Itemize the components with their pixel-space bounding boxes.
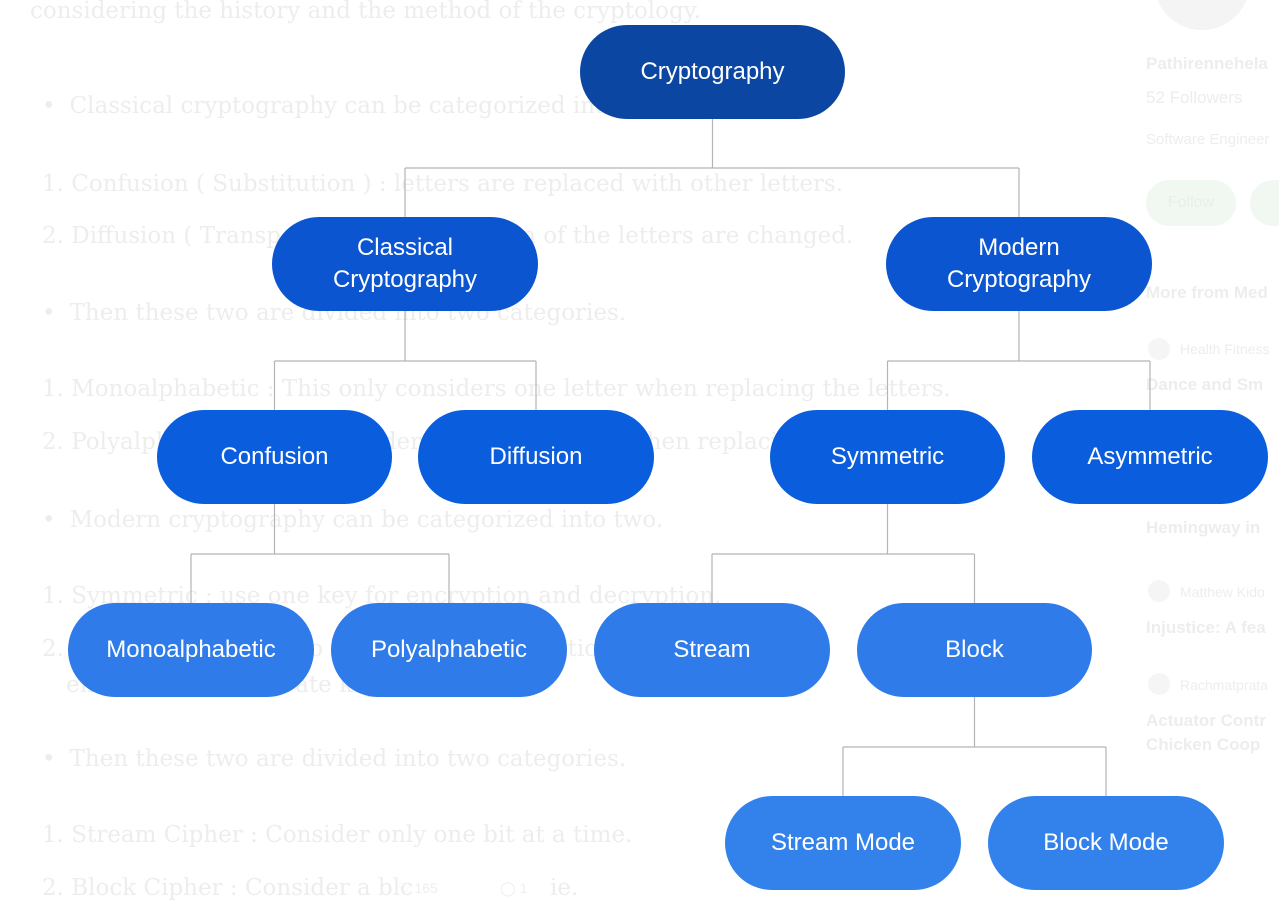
- node-label: Stream Mode: [770, 829, 916, 856]
- article-bullet-line: Classical cryptography can be categorize…: [42, 93, 676, 119]
- node-poly: Polyalphabetic: [331, 603, 567, 697]
- follow-button[interactable]: Follow: [1146, 180, 1236, 226]
- follower-count[interactable]: 52 Followers: [1146, 88, 1243, 107]
- author-bio: Software Engineer: [1146, 131, 1270, 148]
- sidebar-item-title[interactable]: Injustice: A fea: [1146, 618, 1266, 637]
- sidebar-item-author[interactable]: Rachmatprata: [1180, 677, 1268, 693]
- node-asymmetric: Asymmetric: [1032, 410, 1268, 504]
- clap-count[interactable]: ♡ 165: [398, 880, 438, 897]
- sidebar-item-title[interactable]: Hemingway in: [1146, 518, 1261, 537]
- article-bullet-line: Modern cryptography can be categorized i…: [42, 507, 664, 533]
- author-avatar-icon: [1148, 338, 1170, 360]
- author-avatar-icon: [1148, 580, 1170, 602]
- clap-count-text: 165: [414, 880, 438, 896]
- comment-count-text: 1: [519, 880, 528, 896]
- node-label: Cryptography: [640, 58, 785, 85]
- article-line: 1. Stream Cipher : Consider only one bit…: [42, 822, 633, 848]
- article-tail-text: ie.: [550, 875, 579, 901]
- node-block: Block: [857, 603, 1092, 697]
- article-bullet-line: Then these two are divided into two cate…: [42, 746, 627, 772]
- sidebar-item-author[interactable]: Health Fitness: [1180, 341, 1270, 357]
- node-symmetric: Symmetric: [770, 410, 1005, 504]
- node-crypto: Cryptography: [580, 25, 845, 119]
- node-label: Confusion: [220, 443, 329, 470]
- comment-count[interactable]: ◯ 1: [500, 880, 527, 897]
- node-streammode: Stream Mode: [725, 796, 961, 890]
- node-mono: Monoalphabetic: [68, 603, 314, 697]
- node-diffusion: Diffusion: [418, 410, 654, 504]
- node-stream: Stream: [594, 603, 830, 697]
- article-line: considering the history and the method o…: [30, 0, 701, 24]
- node-label: Monoalphabetic: [106, 636, 276, 663]
- more-from-heading: More from Med: [1146, 283, 1268, 302]
- article-line: 1. Confusion ( Substitution ) : letters …: [42, 171, 844, 197]
- author-avatar-icon: [1148, 673, 1170, 695]
- node-label: Block: [945, 636, 1004, 663]
- node-label: Stream: [673, 636, 751, 663]
- node-confusion: Confusion: [157, 410, 392, 504]
- node-label: Asymmetric: [1087, 443, 1213, 470]
- sidebar-item-author[interactable]: Matthew Kido: [1180, 584, 1265, 600]
- sidebar-item-title[interactable]: Actuator Contr: [1146, 711, 1266, 730]
- node-label: Block Mode: [1043, 829, 1169, 856]
- right-sidebar: Pathirennehela 52 Followers Software Eng…: [1140, 0, 1279, 914]
- article-background: considering the history and the method o…: [0, 0, 1120, 914]
- node-label: Symmetric: [830, 443, 945, 470]
- article-line: 1. Monoalphabetic : This only considers …: [42, 376, 951, 402]
- node-label: Diffusion: [489, 443, 583, 470]
- node-label: Polyalphabetic: [370, 636, 528, 663]
- node-blockmode: Block Mode: [988, 796, 1224, 890]
- clap-icon: ♡: [398, 880, 411, 896]
- sidebar-item-title[interactable]: Chicken Coop: [1146, 735, 1261, 754]
- sidebar-item-title[interactable]: Dance and Sm: [1146, 375, 1264, 394]
- author-name[interactable]: Pathirennehela: [1146, 54, 1268, 73]
- article-line: 2. Block Cipher : Consider a blc: [42, 875, 413, 901]
- comment-icon: ◯: [500, 880, 516, 896]
